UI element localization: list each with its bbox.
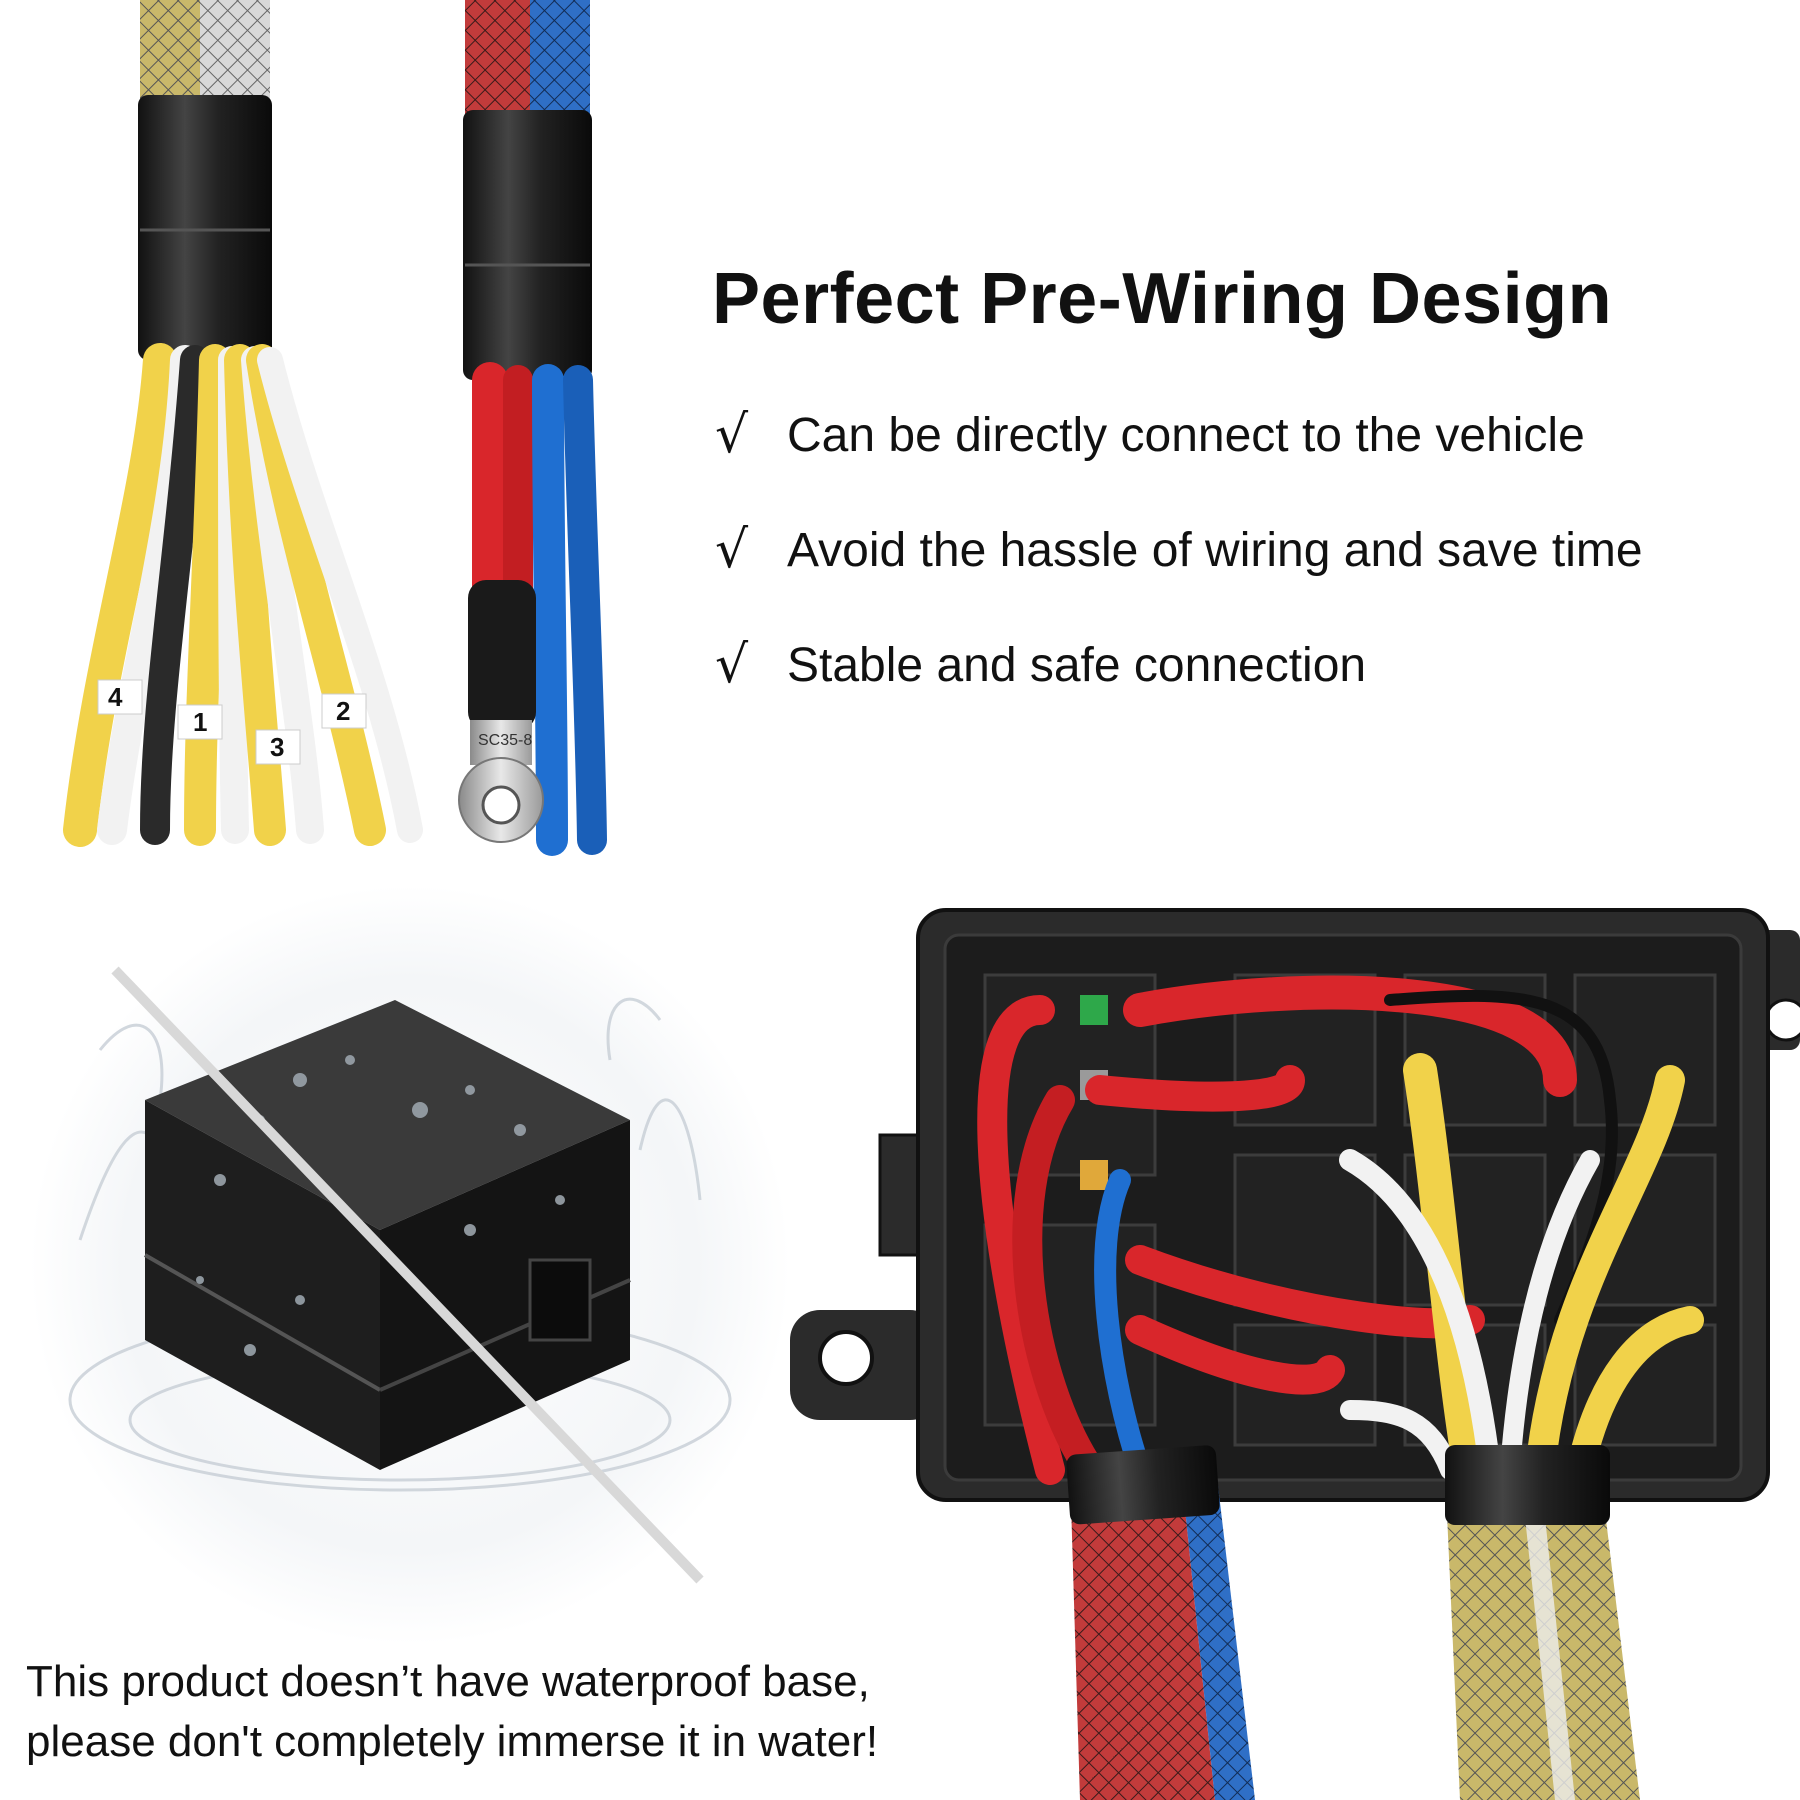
- check-mark-icon: √: [715, 635, 749, 695]
- wire-label-2: 2: [336, 696, 350, 726]
- wire-label-3: 3: [270, 732, 284, 762]
- feature-text: Avoid the hassle of wiring and save time: [787, 523, 1643, 577]
- feature-item: √ Avoid the hassle of wiring and save ti…: [715, 520, 1643, 580]
- fuse-relay-box: [790, 908, 1800, 1800]
- wire-label-4: 4: [108, 682, 123, 712]
- wire-harness-red-blue: SC35-8: [458, 0, 607, 856]
- check-mark-icon: √: [715, 520, 749, 580]
- warning-line: This product doesn’t have waterproof bas…: [26, 1657, 870, 1706]
- feature-text: Stable and safe connection: [787, 638, 1367, 692]
- check-mark-icon: √: [715, 405, 749, 465]
- page-title: Perfect Pre-Wiring Design: [712, 259, 1613, 339]
- ring-terminal: SC35-8: [458, 580, 544, 843]
- wire-label-1: 1: [193, 707, 207, 737]
- feature-item: √ Stable and safe connection: [715, 635, 1366, 695]
- wire-harness-yellow-white: 4 1 3 2: [63, 0, 423, 847]
- warning-line: please don't completely immerse it in wa…: [26, 1717, 879, 1766]
- waterproof-box-splash: [30, 885, 790, 1645]
- feature-text: Can be directly connect to the vehicle: [787, 408, 1585, 462]
- feature-item: √ Can be directly connect to the vehicle: [715, 405, 1585, 465]
- waterproof-warning: This product doesn’t have waterproof bas…: [26, 1652, 878, 1772]
- terminal-marking: SC35-8: [478, 732, 532, 749]
